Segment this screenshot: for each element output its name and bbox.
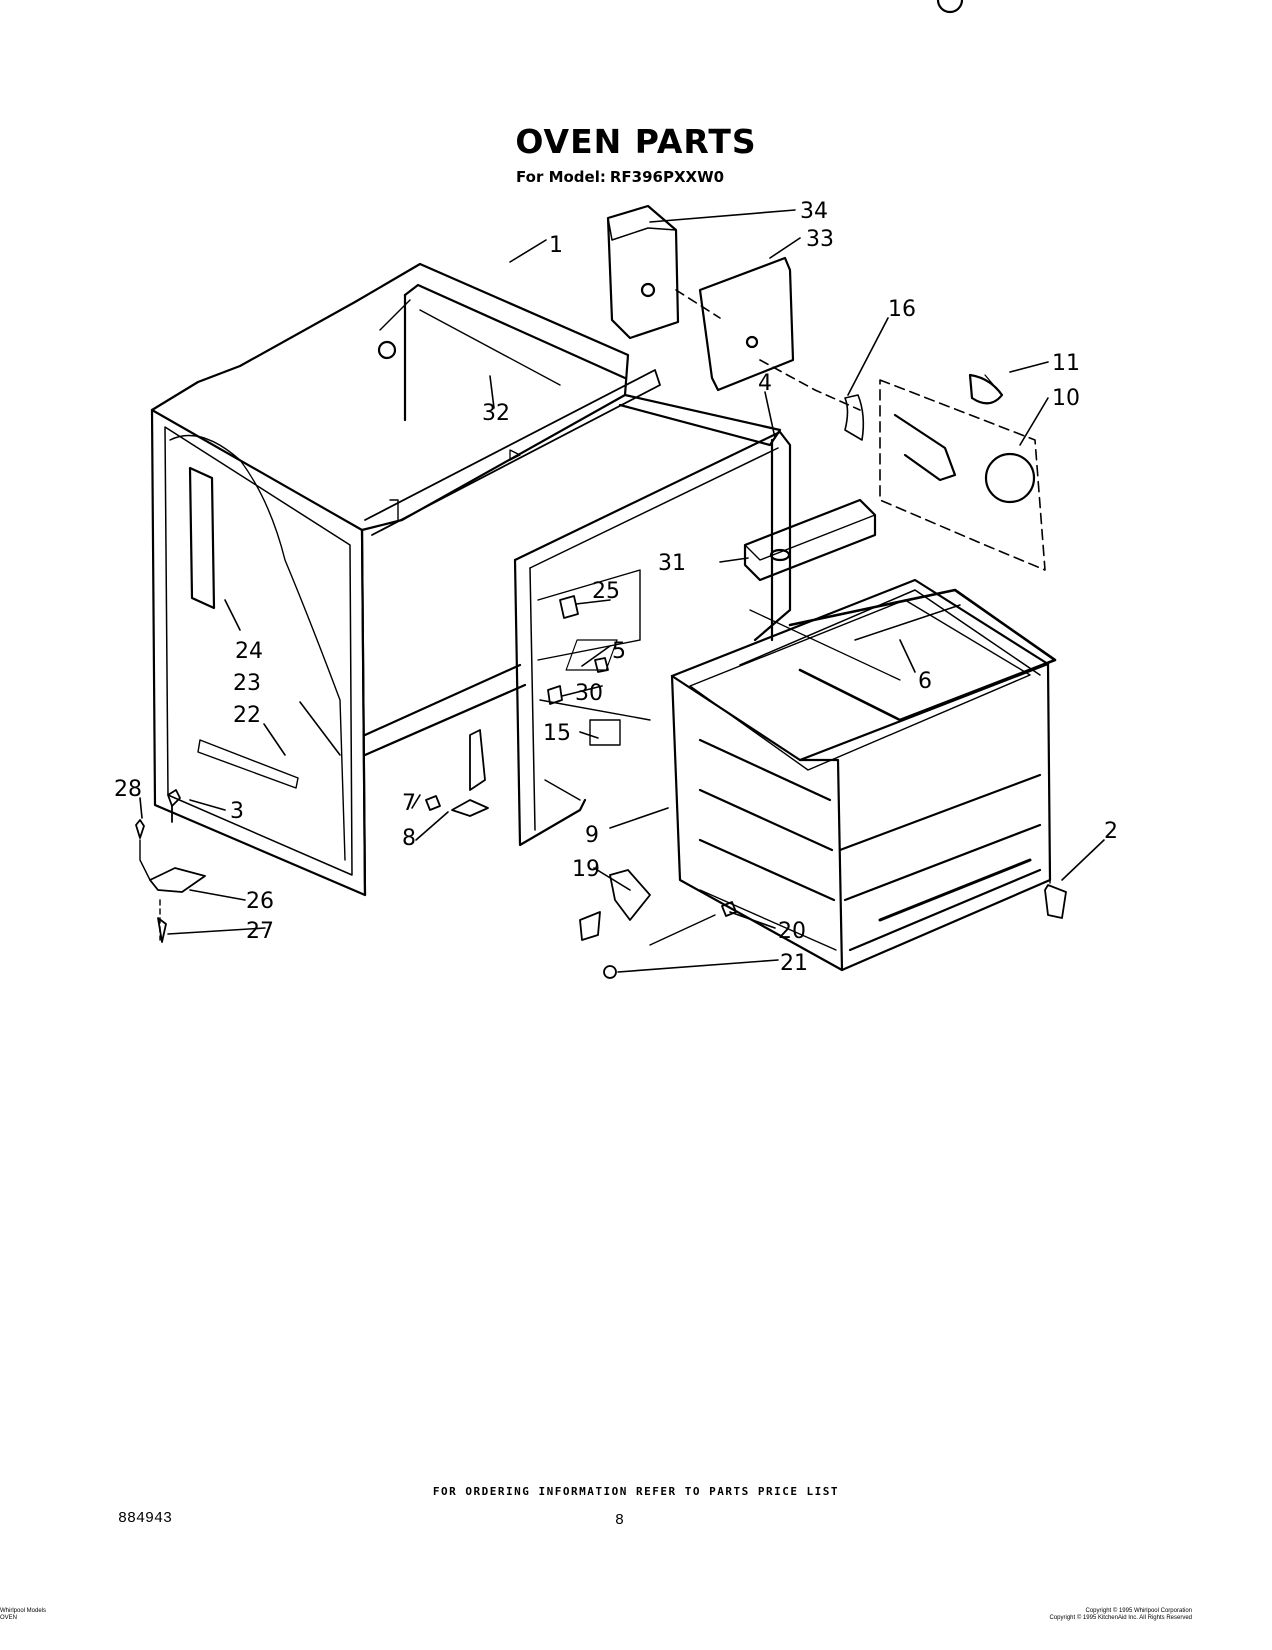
copyright-note: Copyright © 1995 Whirlpool Corporation C… xyxy=(1050,1608,1193,1622)
broil-element xyxy=(788,588,1057,722)
callout-26: 26 xyxy=(246,889,274,914)
callout-numbers: 1 2 3 4 5 6 7 8 9 10 11 15 16 19 20 21 2… xyxy=(114,199,1118,976)
footer-left-line-1: Whirlpool Models xyxy=(0,1608,47,1614)
page-title: OVEN PARTS xyxy=(515,122,757,161)
copyright-line-2: Copyright © 1995 KitchenAid Inc. All Rig… xyxy=(1049,1615,1193,1621)
callout-15: 15 xyxy=(543,721,571,746)
callout-19: 19 xyxy=(572,857,600,882)
footer-left-note: Whirlpool Models OVEN xyxy=(0,1608,46,1622)
baffle xyxy=(743,498,877,582)
callout-1: 1 xyxy=(549,233,563,258)
callout-2: 2 xyxy=(1104,819,1118,844)
callout-20: 20 xyxy=(778,919,806,944)
vent-covers xyxy=(606,204,861,411)
callout-23: 23 xyxy=(233,671,261,696)
hardware xyxy=(135,595,1067,979)
light-assembly xyxy=(844,0,1046,571)
callout-32: 32 xyxy=(482,401,510,426)
callout-25: 25 xyxy=(592,579,620,604)
front-frame xyxy=(513,430,792,847)
callout-4: 4 xyxy=(758,371,772,396)
callout-10: 10 xyxy=(1052,386,1080,411)
copyright-line-1: Copyright © 1995 Whirlpool Corporation xyxy=(1085,1608,1192,1614)
model-number: RF396PXXW0 xyxy=(609,168,725,186)
callout-3: 3 xyxy=(230,799,244,824)
callout-8: 8 xyxy=(402,826,416,851)
document-number: 884943 xyxy=(118,1510,173,1527)
leader-lines xyxy=(139,209,1105,973)
callout-5: 5 xyxy=(612,639,626,664)
callout-28: 28 xyxy=(114,777,142,802)
oven-cabinet xyxy=(150,262,782,897)
callout-22: 22 xyxy=(233,703,261,728)
ordering-info: FOR ORDERING INFORMATION REFER TO PARTS … xyxy=(432,1485,840,1498)
page-number: 8 xyxy=(615,1512,625,1529)
callout-31: 31 xyxy=(658,551,686,576)
callout-24: 24 xyxy=(235,639,263,664)
callout-6: 6 xyxy=(918,669,932,694)
model-line: For Model:RF396PXXW0 xyxy=(512,168,724,186)
callout-7: 7 xyxy=(402,791,416,816)
callout-34: 34 xyxy=(800,199,828,224)
model-label: For Model: xyxy=(516,168,606,186)
callout-21: 21 xyxy=(780,951,808,976)
callout-9: 9 xyxy=(585,823,599,848)
callout-30: 30 xyxy=(575,681,603,706)
footer-left-line-2: OVEN xyxy=(0,1615,18,1621)
callout-33: 33 xyxy=(806,227,834,252)
callout-27: 27 xyxy=(246,919,274,944)
callout-16: 16 xyxy=(888,297,916,322)
callout-11: 11 xyxy=(1052,351,1080,376)
oven-cavity xyxy=(565,578,1052,972)
